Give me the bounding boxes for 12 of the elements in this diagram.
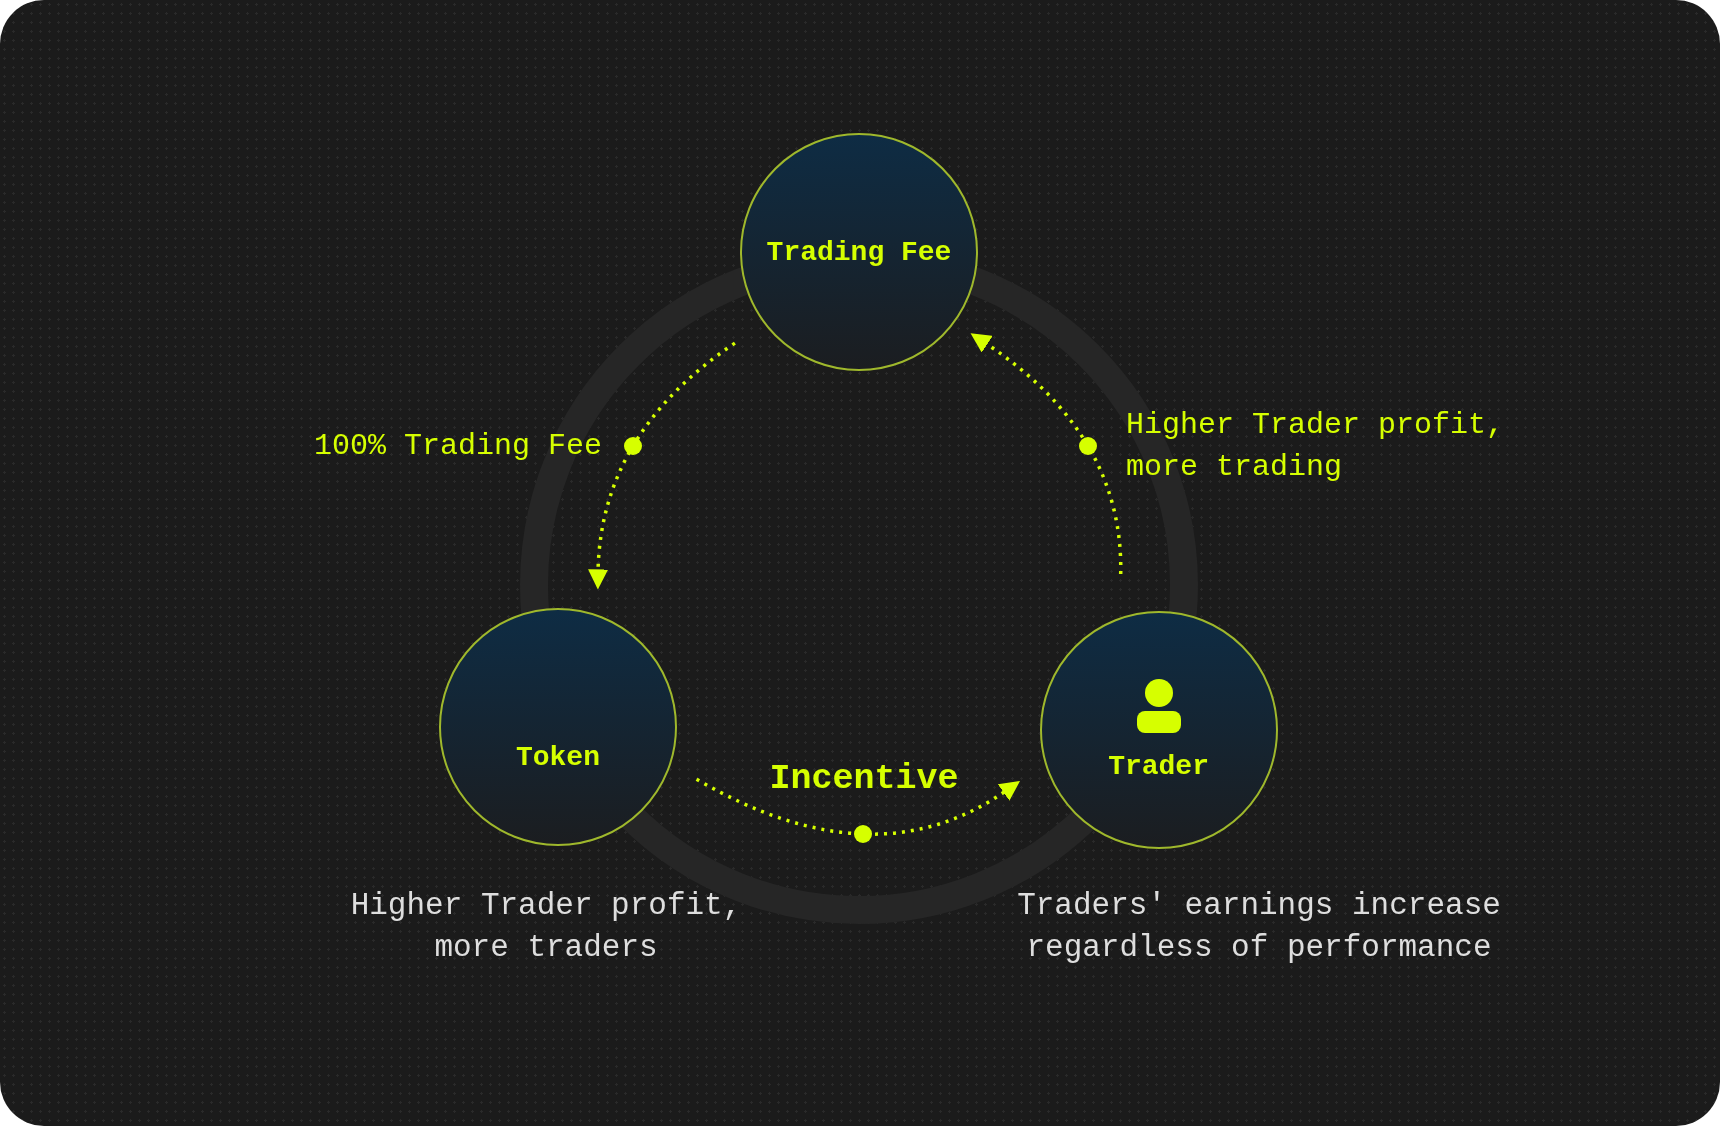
edge-label: 100% Trading Fee <box>313 428 602 465</box>
edge-label: Incentive <box>769 758 959 800</box>
node-label: Token <box>515 741 600 773</box>
dotted-arrow <box>588 341 736 590</box>
edge-label: Higher Trader profit, more trading <box>1126 407 1506 486</box>
node-label: Traders' earnings increase regardless of performance <box>1016 887 1502 967</box>
dotted-arrow <box>695 777 1021 843</box>
dotted-arrow <box>970 332 1123 574</box>
node-label: Trader <box>1108 750 1209 782</box>
node-label: Higher Trader profit, more traders <box>349 887 743 967</box>
node-label: Trading Fee <box>766 236 952 268</box>
circle-node <box>740 133 978 371</box>
